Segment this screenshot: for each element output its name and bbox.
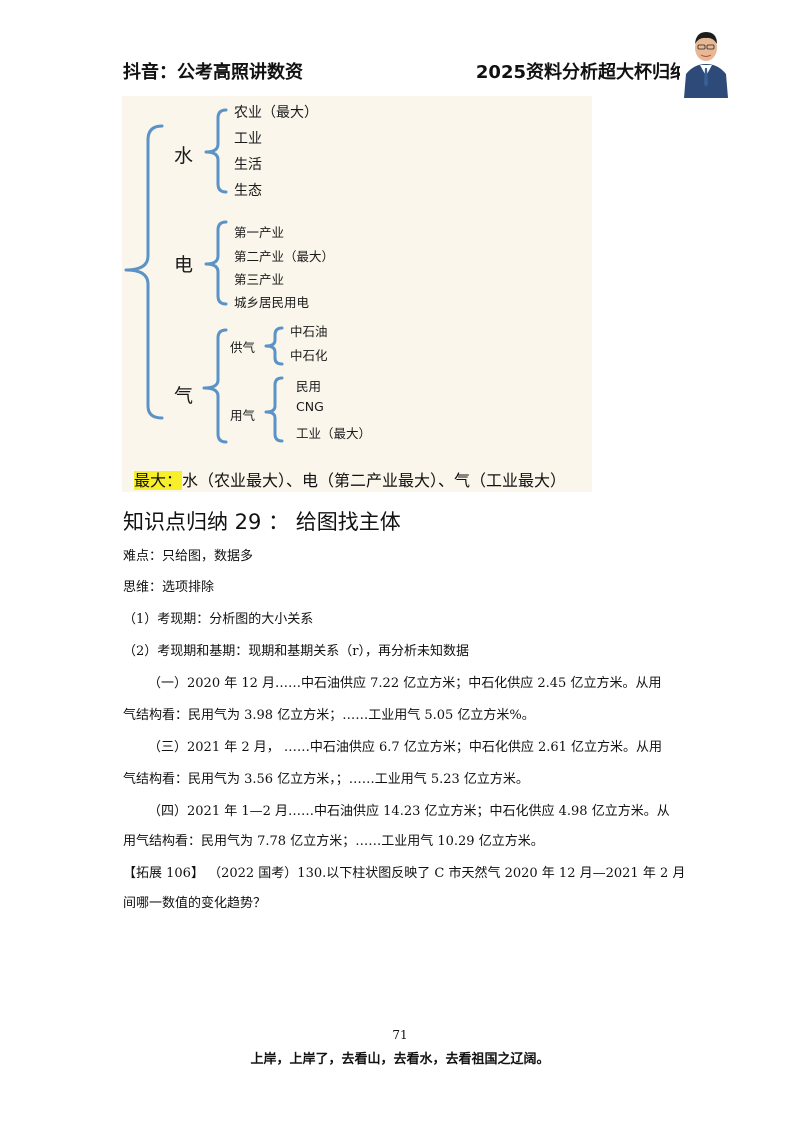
diagram-summary: 最大：水（农业最大）、电（第二产业最大）、气（工业最大） (134, 467, 566, 491)
point-1: （1）考现期：分析图的大小关系 (123, 612, 314, 627)
electricity-item: 第三产业 (234, 272, 285, 287)
summary-highlight-label: 最大： (134, 471, 183, 490)
gas-use-item: 民用 (296, 379, 322, 394)
water-item: 工业 (234, 131, 262, 147)
water-item: 生态 (234, 183, 262, 199)
gas-label: 气 (174, 385, 194, 407)
gas-supply-item: 中石化 (290, 348, 328, 363)
footer-slogan: 上岸，上岸了，去看山，去看水，去看祖国之辽阔。 (250, 1052, 550, 1067)
gas-use-item: CNG (296, 399, 324, 414)
example-4-line-1: （四）2021 年 1—2 月……中石油供应 14.23 亿立方米；中石化供应 … (148, 804, 670, 819)
gas-supply-label: 供气 (230, 340, 256, 355)
difficulty-line: 难点：只给图，数据多 (123, 549, 254, 564)
bracket-lines (124, 108, 284, 444)
electricity-item: 第二产业（最大） (234, 249, 335, 264)
example-1-line-1: （一）2020 年 12 月……中石油供应 7.22 亿立方米；中石化供应 2.… (148, 676, 662, 691)
gas-brace (202, 328, 228, 444)
author-avatar (680, 24, 732, 98)
point-2: （2）考现期和基期：现期和基期关系（r），再分析未知数据 (123, 644, 469, 659)
section-title: 知识点归纳 29 ： 给图找主体 (123, 510, 401, 534)
header-left-title: 抖音：公考高照讲数资 (123, 62, 303, 83)
structure-diagram: 水 农业（最大） 工业 生活 生态 电 第一产业 第二产业（最大） 第三产业 城… (122, 96, 592, 492)
summary-text: 水（农业最大）、电（第二产业最大）、气（工业最大） (182, 471, 567, 490)
header-right-title: 2025资料分析超大杯归纳 (475, 62, 688, 83)
water-label: 水 (174, 145, 194, 167)
electricity-label: 电 (174, 254, 194, 276)
gas-use-item: 工业（最大） (296, 426, 372, 441)
extension-line-2: 间哪一数值的变化趋势？ (123, 896, 267, 911)
page-number: 71 (392, 1028, 408, 1042)
gas-use-label: 用气 (230, 408, 256, 423)
water-item: 生活 (234, 157, 262, 173)
thinking-line: 思维：选项排除 (123, 580, 215, 595)
supply-brace (264, 326, 284, 366)
electricity-brace (204, 220, 228, 306)
example-3-line-2: 气结构看：民用气为 3.56 亿立方米，；……工业用气 5.23 亿立方米。 (123, 772, 529, 787)
gas-supply-item: 中石油 (290, 324, 328, 339)
use-brace (264, 376, 284, 443)
example-1-line-2: 气结构看：民用气为 3.98 亿立方米；……工业用气 5.05 亿立方米%。 (123, 708, 535, 723)
outer-brace (124, 124, 164, 420)
water-item: 农业（最大） (234, 105, 318, 121)
example-4-line-2: 用气结构看：民用气为 7.78 亿立方米；……工业用气 10.29 亿立方米。 (123, 834, 544, 849)
extension-line-1: 【拓展 106】 （2022 国考）130.以下柱状图反映了 C 市天然气 20… (123, 866, 686, 881)
example-3-line-1: （三）2021 年 2 月， ……中石油供应 6.7 亿立方米；中石化供应 2.… (148, 740, 663, 755)
electricity-item: 城乡居民用电 (234, 295, 310, 310)
electricity-item: 第一产业 (234, 225, 285, 240)
water-brace (204, 108, 228, 194)
